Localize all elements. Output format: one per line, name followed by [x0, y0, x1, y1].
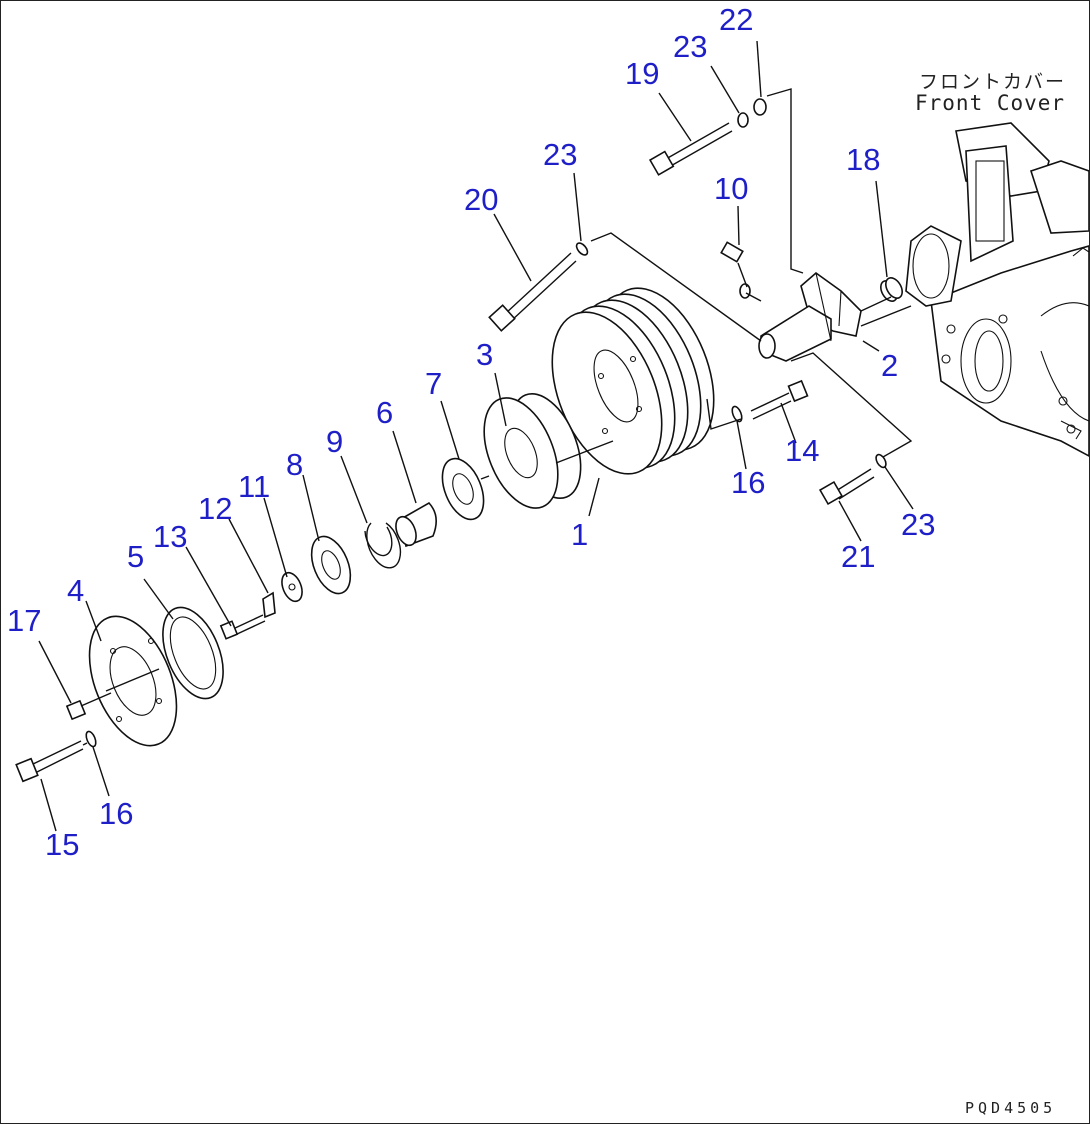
callout-23-lower: 23 — [901, 507, 936, 542]
front-cover-label-en: Front Cover — [915, 91, 1066, 115]
part-7-bearing — [441, 457, 485, 521]
part-23-washer-mid — [575, 242, 589, 256]
callout-7: 7 — [425, 366, 443, 401]
callout-6: 6 — [376, 395, 394, 430]
part-14-bolt — [750, 379, 809, 420]
part-22-washer-top — [753, 98, 767, 116]
part-5-gasket — [162, 606, 224, 700]
part-21-bolt — [818, 468, 875, 506]
leader-lines — [38, 40, 914, 832]
drawing-code: PQD4505 — [965, 1099, 1057, 1117]
callout-23-top: 23 — [673, 29, 708, 64]
callout-11: 11 — [238, 469, 271, 504]
callout-23-mid: 23 — [543, 137, 578, 172]
callout-2: 2 — [881, 348, 899, 383]
callout-16-upper: 16 — [731, 465, 766, 500]
callout-19: 19 — [625, 56, 660, 91]
part-16-washer-lower — [85, 730, 97, 748]
callout-14: 14 — [785, 433, 820, 468]
part-11-spacer — [281, 571, 303, 603]
callout-13: 13 — [153, 519, 188, 554]
part-23-washer-top — [737, 112, 749, 128]
part-23-washer-lower — [875, 453, 887, 469]
part-1-pulley — [551, 287, 715, 475]
part-2-bracket — [758, 271, 862, 362]
part-16-washer-upper — [731, 405, 743, 423]
callout-9: 9 — [326, 424, 344, 459]
part-15-bolt — [15, 740, 84, 783]
callout-18: 18 — [846, 142, 881, 177]
front-cover-label-jp: フロントカバー — [919, 71, 1067, 93]
part-9-snap-ring — [364, 522, 402, 569]
callout-10: 10 — [714, 171, 749, 206]
part-12-lock-plate — [262, 591, 276, 619]
part-4-cover-plate — [88, 615, 178, 747]
callout-20: 20 — [464, 182, 499, 217]
part-17-bolt — [65, 692, 112, 721]
part-3-hub — [483, 392, 582, 509]
part-8-bearing — [310, 535, 352, 595]
callout-5: 5 — [127, 539, 145, 574]
front-cover — [905, 122, 1089, 457]
callout-4: 4 — [67, 573, 85, 608]
part-10-grease-fitting — [720, 241, 751, 299]
callout-8: 8 — [286, 447, 304, 482]
callout-17: 17 — [7, 603, 42, 638]
callout-22: 22 — [719, 2, 754, 37]
callout-15: 15 — [45, 827, 80, 862]
callout-1: 1 — [571, 517, 589, 552]
assembly-lines — [82, 88, 913, 746]
part-13-bolt — [219, 614, 266, 640]
callout-12: 12 — [198, 491, 233, 526]
callout-21: 21 — [841, 539, 876, 574]
part-19-bolt — [648, 122, 733, 176]
callout-16-lower: 16 — [99, 796, 134, 831]
callout-3: 3 — [476, 337, 494, 372]
part-18-plug — [880, 277, 903, 302]
part-6-sleeve — [395, 501, 437, 548]
part-20-bolt — [488, 252, 577, 332]
